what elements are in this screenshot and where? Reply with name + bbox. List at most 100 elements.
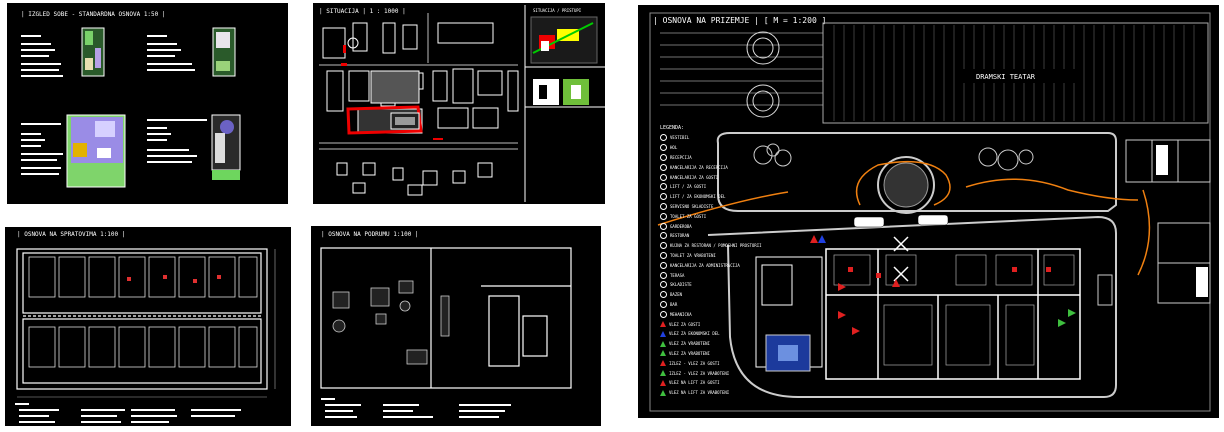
sheet-site-plan: | SITUACIJA | 1 : 1000 | SITUACIJA / PRI… xyxy=(311,1,607,206)
legend-symbol-icon xyxy=(660,310,667,318)
flow-markers xyxy=(810,235,1076,335)
legend-item: GARDEROBA xyxy=(660,221,762,231)
legend-label: IZLEZ - VLEZ ZA GOSTI xyxy=(669,360,720,366)
room-plan-3 xyxy=(66,114,126,188)
legend-label: KUJNA ZA RESTORAN / POMOSHNI PROSTORII xyxy=(670,243,762,249)
legend-symbol-icon xyxy=(660,183,667,191)
legend-item: TOALET ZA GOSTI xyxy=(660,211,762,221)
sheet-basement: | OSNOVA NA PODRUMU 1:100 | xyxy=(309,224,603,428)
legend-symbol-icon xyxy=(660,281,667,289)
legend-list: VESTIBIL HOL RECEPCIJA KANCELARIJA ZA RE… xyxy=(660,133,762,398)
floor-legend xyxy=(15,403,241,423)
legend-item: TERASA xyxy=(660,270,762,280)
cars xyxy=(853,214,949,228)
legend-label: BAZEN xyxy=(670,292,683,298)
basement-equipment xyxy=(332,280,450,365)
legend-label: KANCELARIJA ZA GOSTI xyxy=(670,174,719,180)
legend-symbol-icon xyxy=(660,291,667,299)
legend-heading: LEGENDA: xyxy=(660,125,685,131)
main-building xyxy=(825,248,1081,380)
legend-label: SERVISNO SKLADISTE xyxy=(670,203,714,209)
legend-item: KUJNA ZA RESTORAN / POMOSHNI PROSTORII xyxy=(660,241,762,251)
legend-item: VLEZ NA LIFT ZA VRABOTENI xyxy=(660,388,762,398)
room-plan-1 xyxy=(81,27,105,77)
legend-label: LIFT / ZA GOSTI xyxy=(670,184,707,190)
road-outline xyxy=(707,215,1117,398)
legend-label: TERASA xyxy=(670,272,685,278)
legend-label: VLEZ ZA VRABOTENI xyxy=(669,350,710,356)
legend-item: VLEZ ZA EKONOMSKI DEL xyxy=(660,329,762,339)
legend-symbol-icon xyxy=(660,153,667,161)
legend-label: VESTIBIL xyxy=(670,135,690,141)
legend-symbol-icon xyxy=(660,300,667,308)
site-red-marks xyxy=(341,45,443,140)
legend-symbol-icon xyxy=(660,193,667,201)
legend-item: KANCELARIJA ZA RECEPCIJA xyxy=(660,162,762,172)
legend-label: TOALET ZA VRABOTENI xyxy=(670,252,716,258)
floor-rooms xyxy=(28,256,258,368)
legend-label: KANCELARIJA ZA RECEPCIJA xyxy=(670,164,728,170)
legend-symbol-icon xyxy=(660,134,667,142)
legend-item: TOALET ZA VRABOTENI xyxy=(660,251,762,261)
legend-label: LIFT / ZA EKONOMSKI DEL xyxy=(670,194,726,200)
legend-arrow-blue-icon xyxy=(660,330,666,337)
legend-symbol-icon xyxy=(660,271,667,279)
north-arrow-icon xyxy=(347,37,359,49)
basement-drawing xyxy=(320,247,572,418)
entrance-markers xyxy=(893,236,909,282)
legend-item: VLEZ NA LIFT ZA GOSTI xyxy=(660,378,762,388)
theatre-lines xyxy=(660,32,823,106)
sheet-ground-floor: | OSNOVA NA PRIZEMJE | [ M = 1:200 ] xyxy=(636,3,1221,420)
legend-arrow-green-icon xyxy=(660,340,666,347)
legend-label: RESTORAN xyxy=(670,233,690,239)
room-plan-2 xyxy=(212,27,236,77)
legend-label: GARDEROBA xyxy=(670,223,692,229)
room-4-notes xyxy=(147,119,207,163)
theatre-label: DRAMSKI TEATAR xyxy=(976,73,1036,81)
sheet-title: | OSNOVA NA SPRATOVIMA 1:100 | xyxy=(17,231,126,238)
floor-red-marks xyxy=(127,275,221,283)
legend-item: RECEPCIJA xyxy=(660,153,762,163)
legend-item: RESTORAN xyxy=(660,231,762,241)
legend-arrow-red-icon xyxy=(660,321,666,328)
legend-arrow-red-icon xyxy=(660,379,666,386)
legend-item: SKLADISTE xyxy=(660,280,762,290)
sheet-typical-floor: | OSNOVA NA SPRATOVIMA 1:100 | xyxy=(3,225,293,428)
legend-arrow-green-icon xyxy=(660,370,666,377)
legend-label: VLEZ ZA EKONOMSKI DEL xyxy=(669,331,720,337)
legend-label: MEHANICKA xyxy=(670,311,692,317)
legend-symbol-icon xyxy=(660,202,667,210)
theatre-trees xyxy=(746,31,780,118)
site-main-block xyxy=(370,70,420,104)
legend-symbol-icon xyxy=(660,232,667,240)
inset-location-map xyxy=(530,16,598,64)
legend-symbol-icon xyxy=(660,173,667,181)
legend-label: HOL xyxy=(670,145,678,151)
room-3-notes xyxy=(21,123,63,175)
legend-label: RECEPCIJA xyxy=(670,154,692,160)
legend-label: SKLADISTE xyxy=(670,282,692,288)
sheet-room-layouts: | IZGLED SOBE - STANDARDNA OSNOVA 1:50 | xyxy=(5,1,290,206)
legend-label: VLEZ ZA VRABOTENI xyxy=(669,341,710,347)
sheet-title: | IZGLED SOBE - STANDARDNA OSNOVA 1:50 | xyxy=(21,11,166,18)
legend-label: VLEZ NA LIFT ZA GOSTI xyxy=(669,380,720,386)
legend-symbol-icon xyxy=(660,261,667,269)
legend-item: MEHANICKA xyxy=(660,309,762,319)
legend-item: VLEZ ZA VRABOTENI xyxy=(660,339,762,349)
legend-item: IZLEZ - VLEZ ZA VRABOTENI xyxy=(660,368,762,378)
legend-label: BAR xyxy=(670,301,678,307)
legend-label: IZLEZ - VLEZ ZA VRABOTENI xyxy=(669,370,730,376)
site-houses xyxy=(336,162,493,196)
legend-item: VESTIBIL xyxy=(660,133,762,143)
site-plan-drawing xyxy=(319,5,605,202)
interior-furniture xyxy=(833,254,1075,366)
legend-item: KANCELARIJA ZA ADMINISTRACIJA xyxy=(660,260,762,270)
legend-item: HOL xyxy=(660,143,762,153)
theatre-building xyxy=(822,22,1209,124)
legend-item: IZLEZ - VLEZ ZA GOSTI xyxy=(660,358,762,368)
traffic-arrows xyxy=(657,160,1151,276)
legend-item: SERVISNO SKLADISTE xyxy=(660,202,762,212)
basement-legend xyxy=(321,398,511,418)
inset-diagrams xyxy=(533,79,589,105)
sheet-title: | SITUACIJA | 1 : 1000 | xyxy=(319,8,406,15)
